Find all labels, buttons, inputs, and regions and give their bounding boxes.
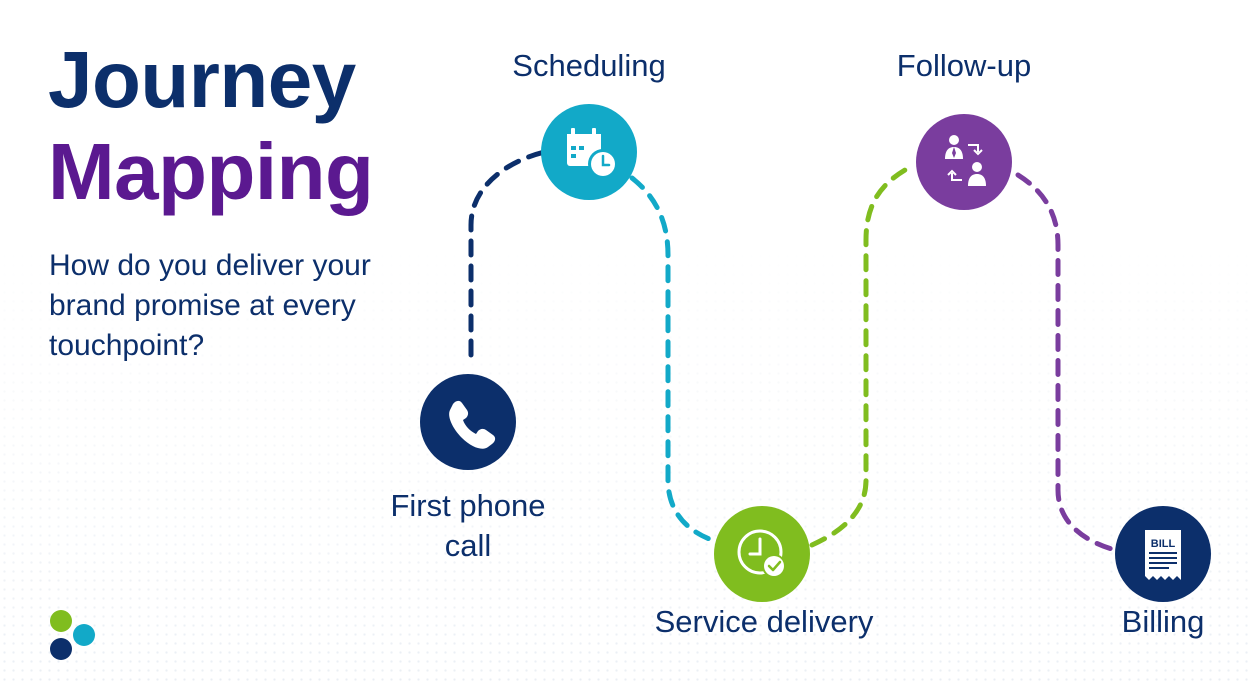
brand-logo [48,610,108,670]
logo-dot-cyan [73,624,95,646]
stage-label-line: First phone [390,488,546,523]
people-exchange-icon [945,135,986,186]
bill-icon-text: BILL [1151,538,1176,550]
logo-dot-navy [50,638,72,660]
stage-label-first-phone-call: First phone call [378,486,558,566]
stage-label-billing: Billing [1121,604,1205,639]
clock-check-icon [737,529,786,578]
logo-dot-green [50,610,72,632]
stage-label-service-delivery: Service delivery [654,604,874,639]
phone-icon [449,400,496,449]
subtitle-question: How do you deliver your brand promise at… [49,249,371,362]
path-segment-delivery-to-followup [809,167,908,548]
stage-node-billing: BILL [1115,506,1211,602]
title-journey: Journey [48,35,356,124]
stage-label-follow-up: Follow-up [896,48,1032,83]
path-segment-followup-to-billing [1015,172,1118,553]
stage-label-scheduling: Scheduling [512,48,666,83]
stage-node-follow-up [916,114,1012,210]
calendar-clock-icon [567,128,618,179]
stage-label-line: call [444,528,492,563]
path-segment-call-to-scheduling [468,149,548,358]
title-mapping: Mapping [48,127,374,216]
path-segment-scheduling-to-delivery [629,175,715,543]
stage-node-service-delivery [714,506,810,602]
stage-node-first-phone-call [420,374,516,470]
stage-node-scheduling [541,104,637,200]
bill-icon: BILL [1145,530,1181,580]
